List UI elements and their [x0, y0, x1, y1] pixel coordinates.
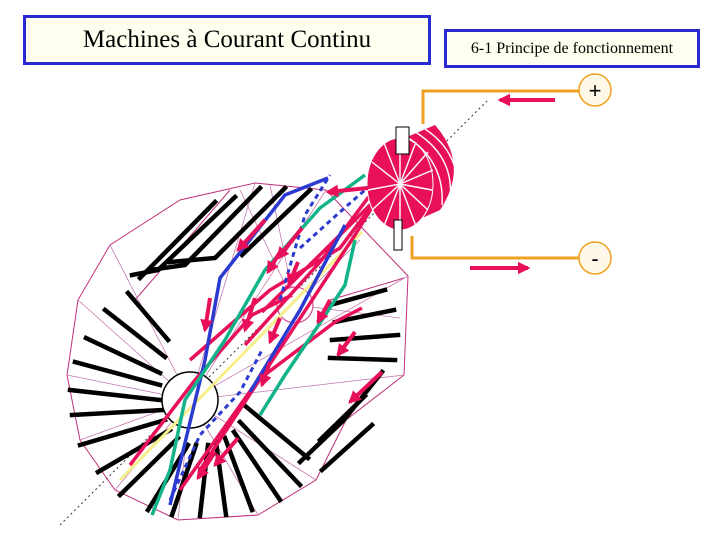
blue-coils — [168, 176, 347, 506]
arrow-9 — [259, 361, 272, 388]
negative-terminal: - — [578, 241, 612, 275]
arrow-14 — [196, 450, 217, 481]
section-title-text: 6-1 Principe de fonctionnement — [470, 39, 674, 57]
positive-lead — [421, 89, 580, 124]
arrow-13 — [213, 436, 240, 467]
blue-dashed-coils — [168, 166, 391, 501]
arrow-3 — [276, 226, 304, 260]
arrow-11 — [336, 330, 357, 358]
yellow-winding — [118, 230, 364, 482]
black-conductors — [67, 184, 401, 519]
arrow-10 — [316, 299, 332, 325]
arrow-1 — [325, 184, 369, 198]
positive-terminal: + — [578, 73, 612, 107]
red-coils — [128, 166, 402, 492]
brush-top — [395, 126, 410, 155]
positive-terminal-label: + — [589, 78, 602, 103]
arrow-8 — [268, 317, 282, 345]
section-title: 6-1 Principe de fonctionnement — [444, 29, 700, 68]
green-coils — [150, 173, 367, 516]
arrow-6 — [200, 297, 213, 333]
arrow-2 — [236, 218, 267, 252]
arrow-4 — [266, 250, 282, 275]
commutator — [366, 125, 460, 231]
arrow-7 — [241, 297, 257, 333]
brush-bottom — [393, 219, 403, 251]
negative-terminal-label: - — [591, 246, 598, 271]
arrow-12 — [348, 370, 384, 404]
negative-lead — [410, 236, 580, 260]
arrow-5 — [286, 261, 300, 287]
current-arrows — [196, 93, 555, 481]
main-title-text: Machines à Courant Continu — [82, 26, 372, 53]
main-title: Machines à Courant Continu — [23, 15, 431, 65]
